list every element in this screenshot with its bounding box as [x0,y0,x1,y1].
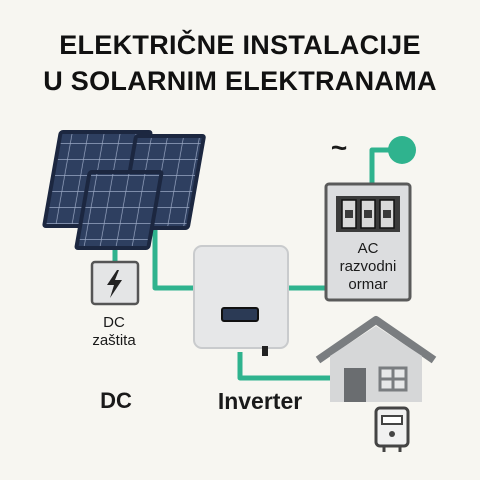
dc-protection-box [90,260,140,306]
wire-inverter-to-house [237,352,330,381]
dc-protection-label-line-1: DC [103,314,125,331]
inverter-icon [193,245,289,356]
dc-protection-label-line-2: zaštita [92,332,136,349]
ac-symbol: ~ [330,132,348,163]
title-line-2: U SOLARNIM ELEKTRANAMA [43,66,437,96]
house-icon [315,316,437,402]
electric-meter-icon [374,406,410,452]
solar-panel-icon [42,130,206,250]
ac-panel-label-line-3: ormar [348,276,388,293]
dc-protection-label: DC zaštita [84,314,144,350]
inverter-label: Inverter [217,388,303,414]
ac-panel-label-line-1: AC [357,240,379,257]
dc-label: DC [100,388,132,413]
ac-panel-label: AC razvodni ormar [330,240,406,294]
ac-panel-label-line-2: razvodni [339,258,397,275]
lightning-bolt-icon [107,270,122,298]
breaker-panel-icon [324,182,412,302]
grid-connection-icon [388,136,416,164]
title-line-1: ELEKTRIČNE INSTALACIJE [59,30,421,60]
